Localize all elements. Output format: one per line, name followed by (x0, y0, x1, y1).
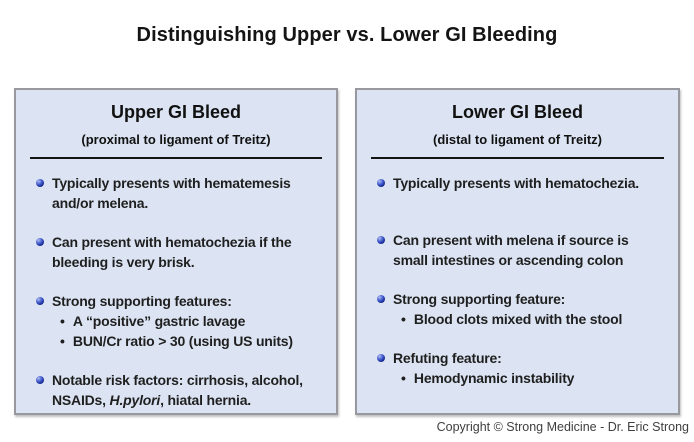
bullet-item: Notable risk factors: cirrhosis, alcohol… (36, 370, 332, 410)
sub-bullet-dot-icon: • (401, 311, 406, 327)
sub-bullet-dot-icon: • (60, 333, 65, 349)
sub-bullet-text: A “positive” gastric lavage (72, 313, 246, 329)
header-divider-line (30, 157, 322, 159)
sub-bullet-dot-icon: • (401, 370, 406, 386)
sub-bullet-text: Blood clots mixed with the stool (413, 311, 623, 327)
bullet-text: Strong supporting feature: (393, 291, 566, 307)
sub-bullet-item: • Hemodynamic instability (401, 368, 674, 388)
panel-upper-gi: Upper GI Bleed (proximal to ligament of … (14, 88, 338, 415)
bullet-text: Notable risk factors: cirrhosis, alcohol… (52, 372, 303, 408)
bullet-sphere-icon (377, 179, 385, 187)
panel-title: Upper GI Bleed (110, 102, 242, 122)
sub-bullet-text: BUN/Cr ratio > 30 (using US units) (72, 333, 293, 349)
bullet-item: Strong supporting features: • A “positive”… (36, 291, 332, 351)
sub-bullet-text: Hemodynamic instability (413, 370, 575, 386)
bullet-sphere-icon (36, 238, 44, 246)
bullet-item: Refuting feature: • Hemodynamic instabilit… (377, 348, 674, 388)
bullet-text: Refuting feature: (393, 350, 502, 366)
bullet-text: Strong supporting features: (52, 293, 232, 309)
bullet-sphere-icon (36, 179, 44, 187)
bullet-text: Typically presents with hematochezia. (393, 175, 639, 191)
sub-bullet-dot-icon: • (60, 313, 65, 329)
bullet-sphere-icon (377, 236, 385, 244)
panel-subtitle: (proximal to ligament of Treitz) (81, 132, 271, 147)
bullet-sphere-icon (377, 295, 385, 303)
panel-lower-gi: Lower GI Bleed (distal to ligament of Tr… (355, 88, 680, 415)
header-divider-line (371, 157, 664, 159)
sub-bullet-item: • A “positive” gastric lavage (60, 311, 332, 331)
panel-subtitle: (distal to ligament of Treitz) (432, 132, 602, 147)
bullet-sphere-icon (36, 376, 44, 384)
copyright-text: Copyright © Strong Medicine - Dr. Eric S… (436, 420, 689, 434)
bullet-item: Typically presents with hematochezia. (377, 173, 674, 193)
sub-bullet-item: • BUN/Cr ratio > 30 (using US units) (60, 331, 332, 351)
slide-title: Distinguishing Upper vs. Lower GI Bleedi… (136, 24, 558, 46)
bullet-sphere-icon (377, 354, 385, 362)
bullet-list: Typically presents with hematochezia. Can… (357, 159, 678, 388)
bullet-item: Strong supporting feature: • Blood clots m… (377, 289, 674, 329)
sub-bullet-item: • Blood clots mixed with the stool (401, 309, 674, 329)
panel-title: Lower GI Bleed (451, 102, 584, 122)
bullet-sphere-icon (36, 297, 44, 305)
